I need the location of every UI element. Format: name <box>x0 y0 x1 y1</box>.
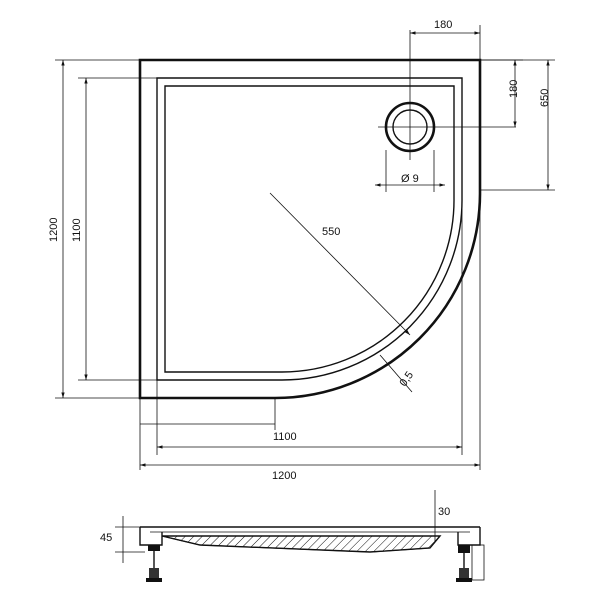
side-section-view: 45 30 <box>100 490 485 582</box>
side-height-label: 45 <box>100 532 112 544</box>
radius-leader <box>269 192 411 336</box>
radius-label: 550 <box>322 226 340 238</box>
drain <box>378 30 516 160</box>
base-depth-label: 30 <box>438 506 450 518</box>
tray-outer-outline <box>138 58 482 400</box>
right-foot <box>456 544 485 582</box>
outer-height-label: 1200 <box>48 218 60 242</box>
tray-basin-outline <box>164 85 455 373</box>
inner-width-label: 1100 <box>273 431 297 443</box>
outer-width-label: 1200 <box>272 470 296 482</box>
plan-view: 550 0,5 Ø 9 180 180 650 1200 1100 <box>48 19 555 482</box>
drain-offset-x-label: 180 <box>434 19 452 31</box>
rim-width-label: 0,5 <box>398 369 417 388</box>
tray-rim-outline <box>156 77 463 381</box>
left-foot <box>146 545 162 582</box>
drain-diameter-label: Ø 9 <box>401 173 419 185</box>
drain-offset-y-label: 180 <box>508 80 520 98</box>
inner-height-label: 1100 <box>71 218 83 242</box>
drain-to-curve-label: 650 <box>539 89 551 107</box>
